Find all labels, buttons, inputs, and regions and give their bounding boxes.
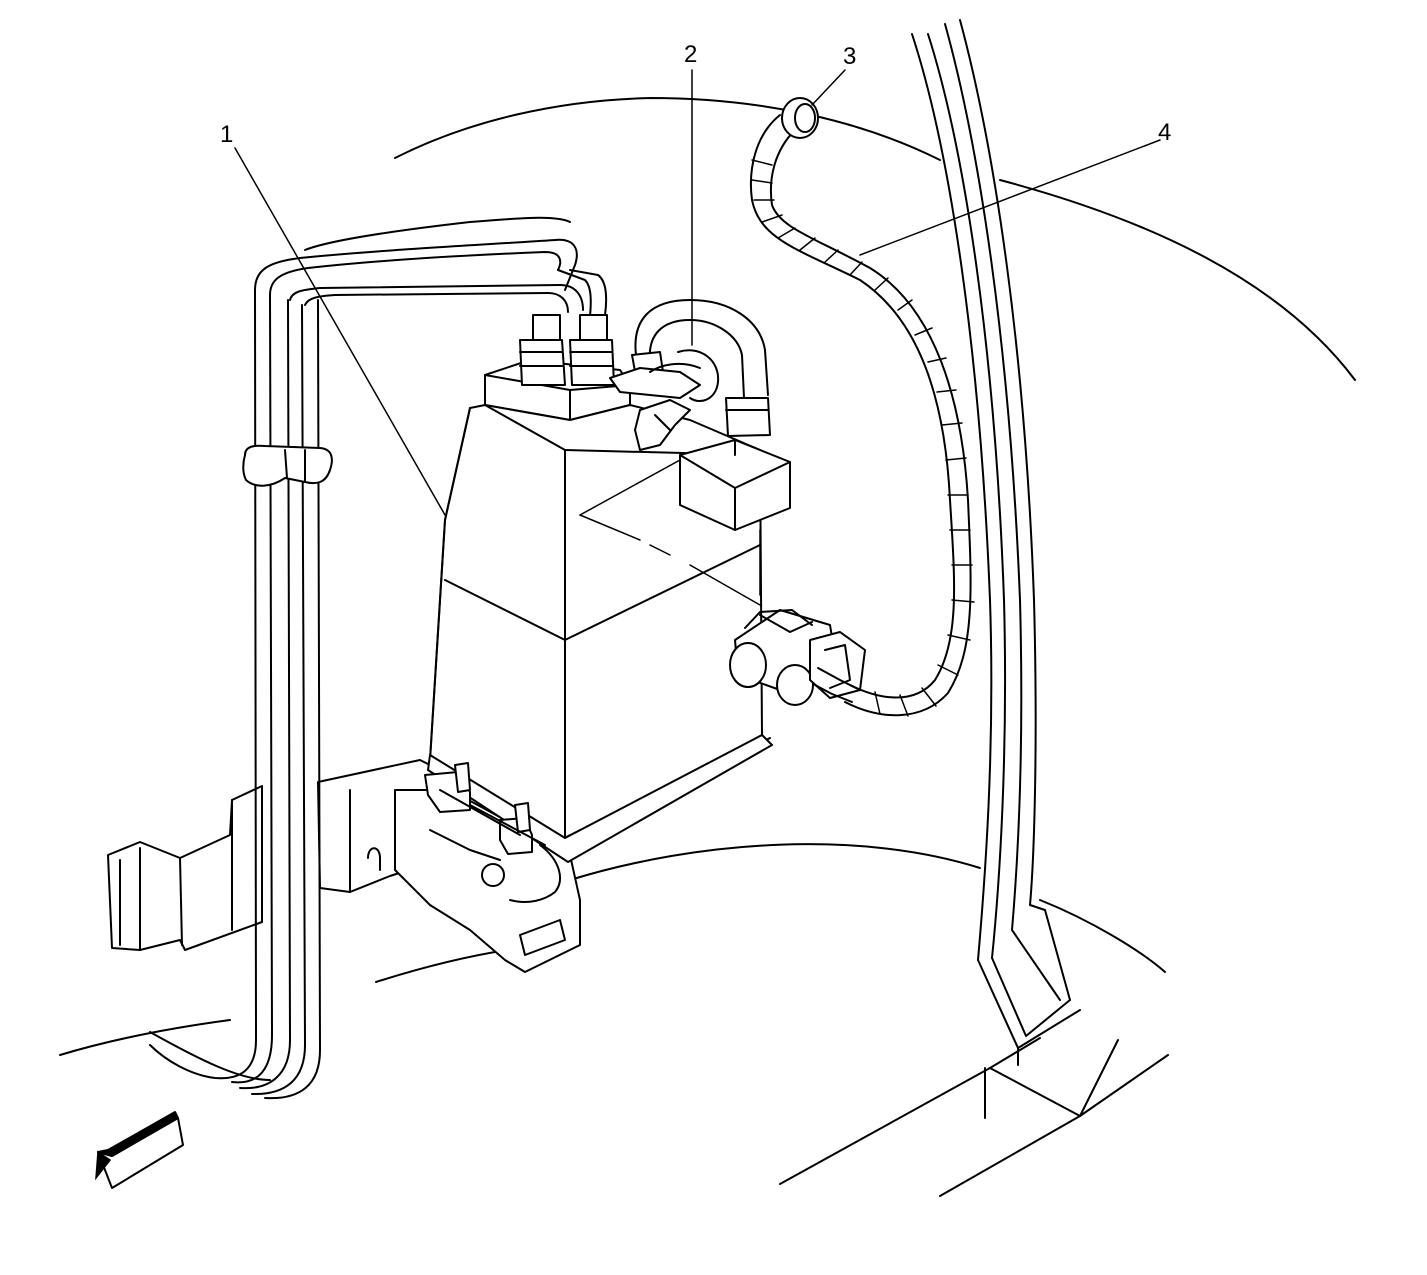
- wiring-harness: [749, 97, 975, 717]
- leader-lines: [234, 69, 1161, 516]
- arrow-front-icon: [95, 1111, 184, 1189]
- body-contours: [59, 97, 1356, 1197]
- body-pillar: [911, 19, 1081, 1066]
- vent-solenoid-assembly: [579, 299, 791, 606]
- callout-4: 4: [1158, 119, 1171, 146]
- electrical-connector: [729, 609, 866, 706]
- callout-2: 2: [684, 41, 697, 68]
- evap-canister: [424, 314, 773, 863]
- purge-vent-tubes: [149, 216, 608, 1100]
- callout-3: 3: [843, 43, 856, 70]
- callout-labels: 1 2 3 4: [220, 41, 1171, 148]
- callout-1: 1: [220, 121, 233, 148]
